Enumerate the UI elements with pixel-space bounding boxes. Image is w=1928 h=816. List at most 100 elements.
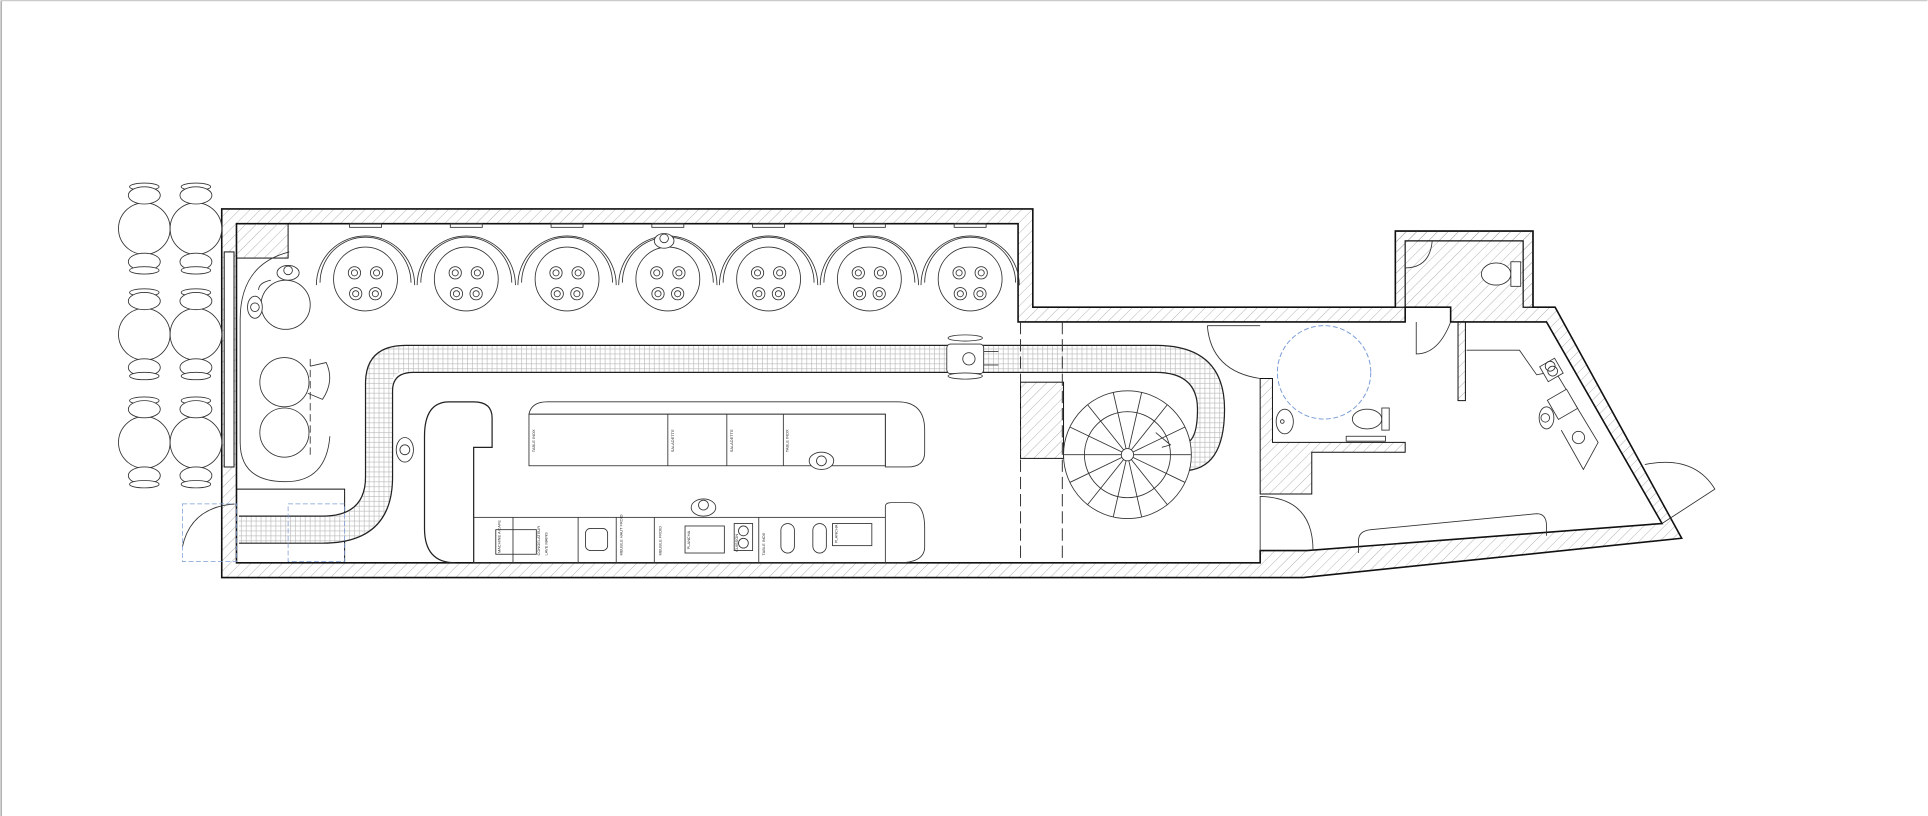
chair [180,266,212,275]
door-swing-icon [1415,321,1452,355]
door-swing-icon [1404,240,1433,269]
stair-wall [1020,381,1065,459]
booth [618,223,718,312]
plate [550,287,564,301]
stair-tread [1128,460,1143,518]
stair-tread [1069,456,1123,483]
chair [179,292,213,311]
plate [347,266,362,280]
plate [570,287,584,301]
door-swing-icon [1259,496,1314,551]
chair [180,371,212,381]
person-icon [395,437,414,463]
walkway-edge-outer [238,344,1226,517]
table [736,246,801,312]
facade-window [223,251,235,468]
door-swing-icon [1206,325,1261,379]
plate [470,266,484,280]
walkway-edge-inner [238,371,1199,544]
wheelchair-icon [946,334,999,380]
plate [349,287,363,301]
equipment-label: SALADETTE [670,429,675,452]
stair-walkline [1084,411,1171,499]
person-icon [1538,406,1555,430]
chair [180,480,212,489]
table [937,246,1003,312]
turning-circle [1276,325,1372,420]
equipment-label: TABLE INOX [531,429,536,452]
booth [719,223,819,312]
equipment-label: LAVE MAINS [543,532,548,556]
equipment-label: MEUBLE FROID [658,526,663,556]
equipment-label: MEUBLE HAUT FROID [618,514,623,555]
plate [671,287,685,301]
table [333,246,398,312]
stair-tread [1128,392,1143,449]
toilet-icon [1480,261,1522,287]
plate [851,266,865,280]
back-counter [528,413,886,467]
terrace-table [118,396,171,489]
chair [127,186,161,205]
plate [973,287,987,301]
front-counter [473,516,886,564]
equipment-label: MACHINE A CAFE [497,520,502,553]
spiral-staircase-icon [1063,390,1192,520]
corner-banquette [239,251,331,483]
table [433,246,499,312]
person-icon [808,451,835,470]
chair [129,266,160,275]
person-icon [247,295,263,319]
sink-icon [1275,408,1294,435]
terrace-table [169,288,223,381]
plate [852,287,867,301]
wc-wall [1259,378,1406,495]
stair-tread [1132,456,1186,483]
stair-tread [1112,460,1127,518]
equipment-label: PLANCHA [833,524,838,543]
plate [952,266,966,280]
table [836,246,902,312]
booth [517,223,617,312]
equipment-label: PLANCHA [686,530,691,549]
table [635,246,701,312]
plate [549,266,563,280]
plate [650,266,664,280]
terrace-table [118,182,171,275]
terrace-tables [118,182,223,489]
booth [819,223,919,312]
stair-tread [1087,459,1124,505]
chair [129,371,160,381]
plate [651,287,665,301]
plate [469,287,483,301]
kitchen-wall [423,401,493,564]
plate [448,266,462,280]
terrace-table [118,288,171,381]
chair [179,186,213,205]
stair-tread [1069,426,1123,453]
booth [315,223,416,312]
plate [449,287,464,301]
plate [752,287,766,301]
stair-tread [1132,426,1186,453]
booth [416,223,516,312]
plate [974,266,988,280]
wc [1275,261,1522,442]
plate [750,266,765,280]
plate [773,266,787,280]
booth [920,223,1020,312]
stair-tread [1087,404,1124,451]
equipment-label: SALADETTE [729,429,734,452]
plate [872,287,886,301]
partition-wall [1457,321,1466,402]
plate [370,266,384,280]
kitchen: TABLE INOX SALADETTE SALADETTE TABLE INO… [423,401,926,564]
stair-tread [1130,404,1168,451]
plate [771,287,786,301]
booth-seating [315,223,1020,312]
plate [873,266,888,280]
door-swing-icon [1644,461,1716,524]
stair-tread [1130,459,1168,505]
person-icon [276,265,300,281]
